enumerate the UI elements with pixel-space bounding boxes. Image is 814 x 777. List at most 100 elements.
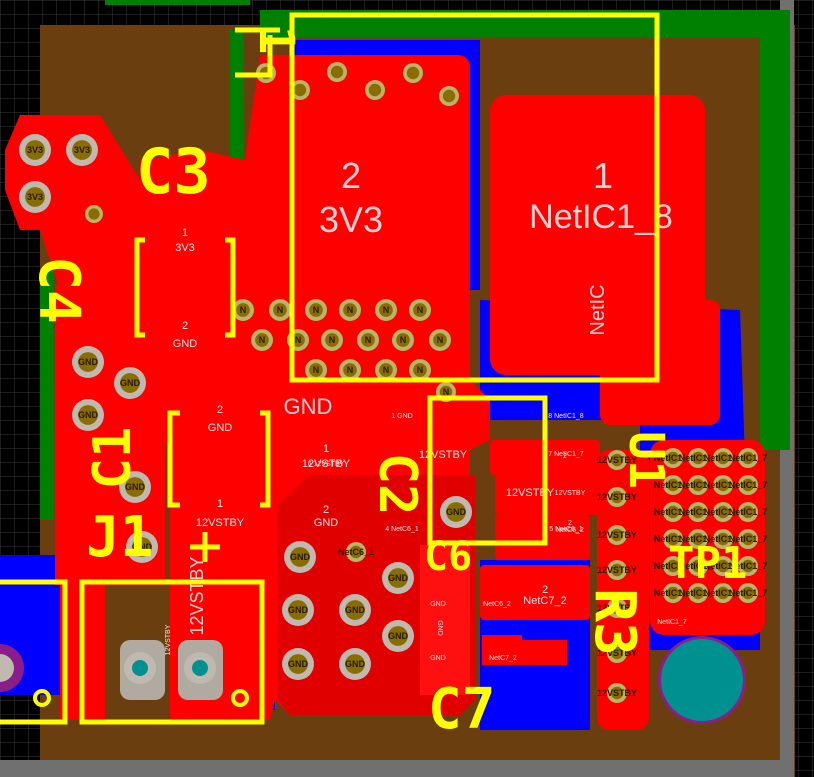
pad-tp1-array[interactable]: NetIC1_7 bbox=[654, 583, 693, 603]
pad-tp1-array[interactable]: NetIC1_7 bbox=[679, 502, 718, 522]
pad-u1-pin[interactable]: 12VSTBY bbox=[597, 450, 637, 470]
pad-ic-gnd[interactable]: GND bbox=[382, 620, 414, 652]
via-gnd-array[interactable]: N bbox=[429, 329, 451, 351]
via-gnd-array[interactable]: N bbox=[251, 329, 273, 351]
designator-c3[interactable]: C3 bbox=[136, 135, 211, 208]
via-gnd-array[interactable]: N bbox=[321, 329, 343, 351]
pad-gnd[interactable]: GND bbox=[119, 471, 151, 503]
u1-pin7-label: 7 NetIC1_7 bbox=[548, 451, 584, 458]
pad-tp1-array[interactable]: NetIC1_7 bbox=[679, 556, 718, 576]
designator-r3[interactable]: R3 bbox=[582, 588, 647, 655]
designator-c4[interactable]: C4 bbox=[26, 256, 91, 323]
u1-pin1-label: 1 GND bbox=[391, 413, 412, 420]
svg-text:NetIC1_7: NetIC1_7 bbox=[679, 588, 718, 598]
pad-u1-pin[interactable]: 12VSTBY bbox=[597, 598, 637, 618]
via-small[interactable] bbox=[290, 80, 310, 100]
pad-tp1-array[interactable]: NetIC1_7 bbox=[654, 475, 693, 495]
pad-tp1-array[interactable]: NetIC1_7 bbox=[679, 583, 718, 603]
via-small[interactable] bbox=[365, 80, 385, 100]
pad-tp1-array[interactable]: NetIC1_7 bbox=[729, 502, 768, 522]
via-gnd-array[interactable]: N bbox=[357, 329, 379, 351]
via-gnd-array[interactable]: N bbox=[392, 329, 414, 351]
svg-text:NetIC1_7: NetIC1_7 bbox=[729, 480, 768, 490]
pad-ic-gnd[interactable]: GND bbox=[284, 541, 316, 573]
via-gnd-array[interactable]: N bbox=[375, 299, 397, 321]
via-gnd-array[interactable]: N bbox=[409, 359, 431, 381]
pad-tp1-array[interactable]: NetIC1_7 bbox=[729, 556, 768, 576]
pad-ic-gnd[interactable]: GND bbox=[339, 648, 371, 680]
pad-ic-gnd[interactable]: GND bbox=[382, 562, 414, 594]
svg-text:NetIC1_7: NetIC1_7 bbox=[654, 480, 693, 490]
pad-tp1-array[interactable]: NetIC1_7 bbox=[679, 529, 718, 549]
designator-pin-1[interactable]: 1 bbox=[248, 26, 304, 55]
designator-tp1[interactable]: TP1 bbox=[668, 538, 747, 589]
pad-tp1-array[interactable]: NetIC1_7 bbox=[729, 583, 768, 603]
pad-ic-gnd[interactable]: GND bbox=[282, 594, 314, 626]
designator-c2[interactable]: C2 bbox=[367, 453, 427, 516]
via-gnd-array[interactable]: N bbox=[269, 299, 291, 321]
pad-tp1-array[interactable]: NetIC1_7 bbox=[704, 529, 743, 549]
pad-gnd[interactable]: GND bbox=[126, 531, 158, 563]
via-3v3[interactable]: 3V3 bbox=[66, 134, 98, 166]
pad-gnd[interactable]: GND bbox=[72, 399, 104, 431]
designator-j1[interactable]: J1 bbox=[86, 505, 153, 570]
tp-net-label: NetIC1_7 bbox=[657, 619, 687, 626]
c3-pad1-net: 3V3 bbox=[175, 242, 195, 254]
silk-c3-bracket-left bbox=[134, 237, 145, 338]
via-3v3[interactable]: 3V3 bbox=[19, 134, 51, 166]
pad-tp1-array[interactable]: NetIC1_7 bbox=[729, 475, 768, 495]
pad-tp1-array[interactable]: NetIC1_7 bbox=[704, 556, 743, 576]
pad-tp1-array[interactable]: NetIC1_7 bbox=[729, 529, 768, 549]
mounting-hole[interactable] bbox=[658, 636, 746, 724]
svg-text:NetIC1_7: NetIC1_7 bbox=[729, 453, 768, 463]
svg-text:NetIC1_7: NetIC1_7 bbox=[654, 561, 693, 571]
svg-text:NetIC1_7: NetIC1_7 bbox=[654, 507, 693, 517]
c6-pad2-number: 2 bbox=[568, 520, 572, 527]
pad-tp1-array[interactable]: NetIC1_7 bbox=[654, 556, 693, 576]
via-gnd-array[interactable]: N bbox=[232, 299, 254, 321]
via-small[interactable] bbox=[403, 63, 423, 83]
pad-tp1-array[interactable]: NetIC1_7 bbox=[679, 448, 718, 468]
pad-tp1-array[interactable]: NetIC1_7 bbox=[654, 448, 693, 468]
via-gnd-array[interactable]: N bbox=[339, 299, 361, 321]
pad-u1-pin[interactable]: 12VSTBY bbox=[597, 560, 637, 580]
pad-tp1-array[interactable]: NetIC1_7 bbox=[704, 475, 743, 495]
svg-text:12VSTBY: 12VSTBY bbox=[597, 455, 637, 465]
pad-tp1-array[interactable]: NetIC1_7 bbox=[654, 502, 693, 522]
designator-c7[interactable]: C7 bbox=[428, 677, 495, 742]
pad-tp1-array[interactable]: NetIC1_7 bbox=[654, 529, 693, 549]
designator-u1[interactable]: U1 bbox=[618, 431, 674, 489]
pad-gnd[interactable]: GND bbox=[114, 367, 146, 399]
via-small[interactable] bbox=[439, 86, 459, 106]
pad-u1-pin[interactable]: 12VSTBY bbox=[597, 683, 637, 703]
via-small[interactable] bbox=[327, 62, 347, 82]
via-3v3[interactable]: 3V3 bbox=[19, 181, 51, 213]
c6-pad2-net: NetC6_2 bbox=[556, 527, 584, 534]
via-gnd-array[interactable]: N bbox=[409, 299, 431, 321]
via-gnd-array[interactable]: N bbox=[305, 299, 327, 321]
via-small[interactable] bbox=[85, 205, 103, 223]
svg-text:NetIC1_7: NetIC1_7 bbox=[654, 453, 693, 463]
via-gnd-array[interactable]: N bbox=[375, 359, 397, 381]
pad-tp1-array[interactable]: NetIC1_7 bbox=[729, 448, 768, 468]
pad-u1-pin[interactable]: 12VSTBY bbox=[597, 525, 637, 545]
designator-c6[interactable]: C6 bbox=[424, 534, 472, 580]
pad-tp1-array[interactable]: NetIC1_7 bbox=[679, 475, 718, 495]
pad-tp1-array[interactable]: NetIC1_7 bbox=[704, 502, 743, 522]
ic-pad-column bbox=[420, 545, 470, 695]
pad-gnd[interactable]: GND bbox=[72, 346, 104, 378]
pad-tp1-array[interactable]: NetIC1_7 bbox=[704, 448, 743, 468]
pad-tp1-array[interactable]: NetIC1_7 bbox=[704, 583, 743, 603]
pad-u1-pin[interactable]: 12VSTBY bbox=[597, 643, 637, 663]
pad-u1-pin[interactable]: 12VSTBY bbox=[597, 487, 637, 507]
via-gnd-array[interactable]: N bbox=[339, 359, 361, 381]
pad-ic-gnd[interactable]: GND bbox=[339, 594, 371, 626]
pad-ic-gnd[interactable]: GND bbox=[282, 648, 314, 680]
svg-text:GND: GND bbox=[288, 659, 309, 669]
via-gnd-array[interactable]: N bbox=[305, 359, 327, 381]
via-netc6[interactable]: NetC6_1 bbox=[338, 542, 374, 562]
pad-c6-gnd[interactable]: GND bbox=[440, 496, 472, 528]
designator-c1[interactable]: C1 bbox=[83, 427, 143, 490]
svg-text:12VSTBY: 12VSTBY bbox=[597, 492, 637, 502]
